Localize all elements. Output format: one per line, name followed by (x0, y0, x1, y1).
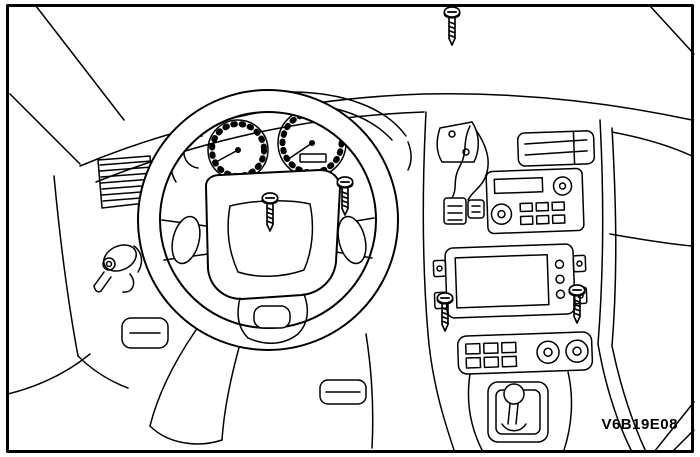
airbag-pad (205, 169, 341, 300)
passenger-vent (516, 130, 596, 167)
climate-dial (536, 340, 560, 364)
frame-border (6, 4, 694, 453)
steering-column-line (149, 329, 197, 427)
audio-knob (552, 176, 573, 196)
hood-release-lever (121, 317, 169, 349)
right-pillar-line (649, 5, 695, 55)
shift-knob (503, 383, 525, 405)
figure-code-label: V6B19E08 (601, 416, 678, 433)
audio-display (493, 176, 544, 195)
climate-control-panel (456, 331, 594, 375)
a-pillar-line (9, 93, 81, 165)
wire-connector (467, 199, 485, 219)
wiring-harness (436, 121, 489, 225)
ignition-cylinder (93, 244, 143, 293)
screw-icon (443, 6, 461, 46)
dashboard-outline (7, 5, 695, 453)
display-screen (454, 253, 550, 309)
climate-dial (565, 339, 589, 363)
steering-column-line (221, 343, 241, 441)
a-pillar-line (35, 5, 125, 121)
steering-wheel (137, 89, 399, 351)
mounting-tab (432, 259, 447, 278)
gear-shifter (467, 371, 573, 451)
audio-knob (490, 203, 513, 225)
mounting-bracket (436, 121, 479, 163)
lower-spoke-opening (253, 305, 291, 329)
steering-wheel-rim (137, 89, 399, 351)
screw-icon (436, 292, 454, 332)
wire-connector (443, 197, 467, 225)
lower-panel-tray (319, 379, 367, 405)
spoke-opening (337, 215, 367, 265)
display-unit (432, 243, 588, 319)
audio-unit (485, 167, 585, 235)
odometer (299, 153, 327, 163)
spoke-opening (171, 215, 201, 265)
mounting-tab (572, 254, 587, 273)
